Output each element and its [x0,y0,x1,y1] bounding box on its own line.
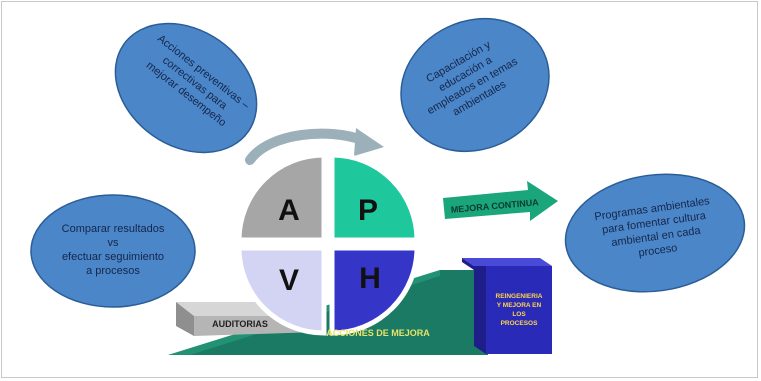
bubble-left-line-4: a procesos [86,265,140,277]
mejora-continua-arrow-icon [443,181,558,221]
bubble-top-right [400,17,550,153]
bubble-right-line-4: proceso [638,242,678,259]
auditorias-slab-front [176,302,194,336]
reingenieria-box-top [462,258,552,266]
quadrant-h [329,245,420,336]
reingenieria-line-4: PROCESOS [501,320,539,327]
bubble-left-text: Comparar resultados vs efectuar seguimie… [62,223,165,277]
bubble-left [30,194,196,308]
reingenieria-line-1: REINGENIERIA [496,293,543,300]
reingenieria-box-left [474,266,486,354]
bubble-top-left [114,22,258,154]
reingenieria-line-3: LOS [512,311,526,318]
quadrant-a [236,152,327,243]
quadrant-v [236,245,327,336]
quadrant-a-letter: A [278,194,300,227]
auditorias-label: AUDITORIAS [212,319,268,329]
reingenieria-line-2: Y MEJORA EN [497,302,542,309]
bubble-right [564,173,746,293]
reingenieria-box [486,266,552,354]
quadrant-p-letter: P [358,194,378,227]
cycle-arrow-icon [245,128,367,165]
quadrant-p [329,152,420,243]
reingenieria-box-side [462,258,474,270]
acciones-mejora-label: ACCIONES DE MEJORA [326,328,430,338]
quadrant-h-letter: H [359,262,381,295]
cycle-arrow-head-icon [354,128,384,156]
bubble-left-line-1: Comparar resultados [62,223,165,235]
quadrant-v-letter: V [279,264,299,297]
bubble-left-line-3: efectuar seguimiento [62,251,164,263]
bubble-left-line-2: vs [108,237,120,249]
